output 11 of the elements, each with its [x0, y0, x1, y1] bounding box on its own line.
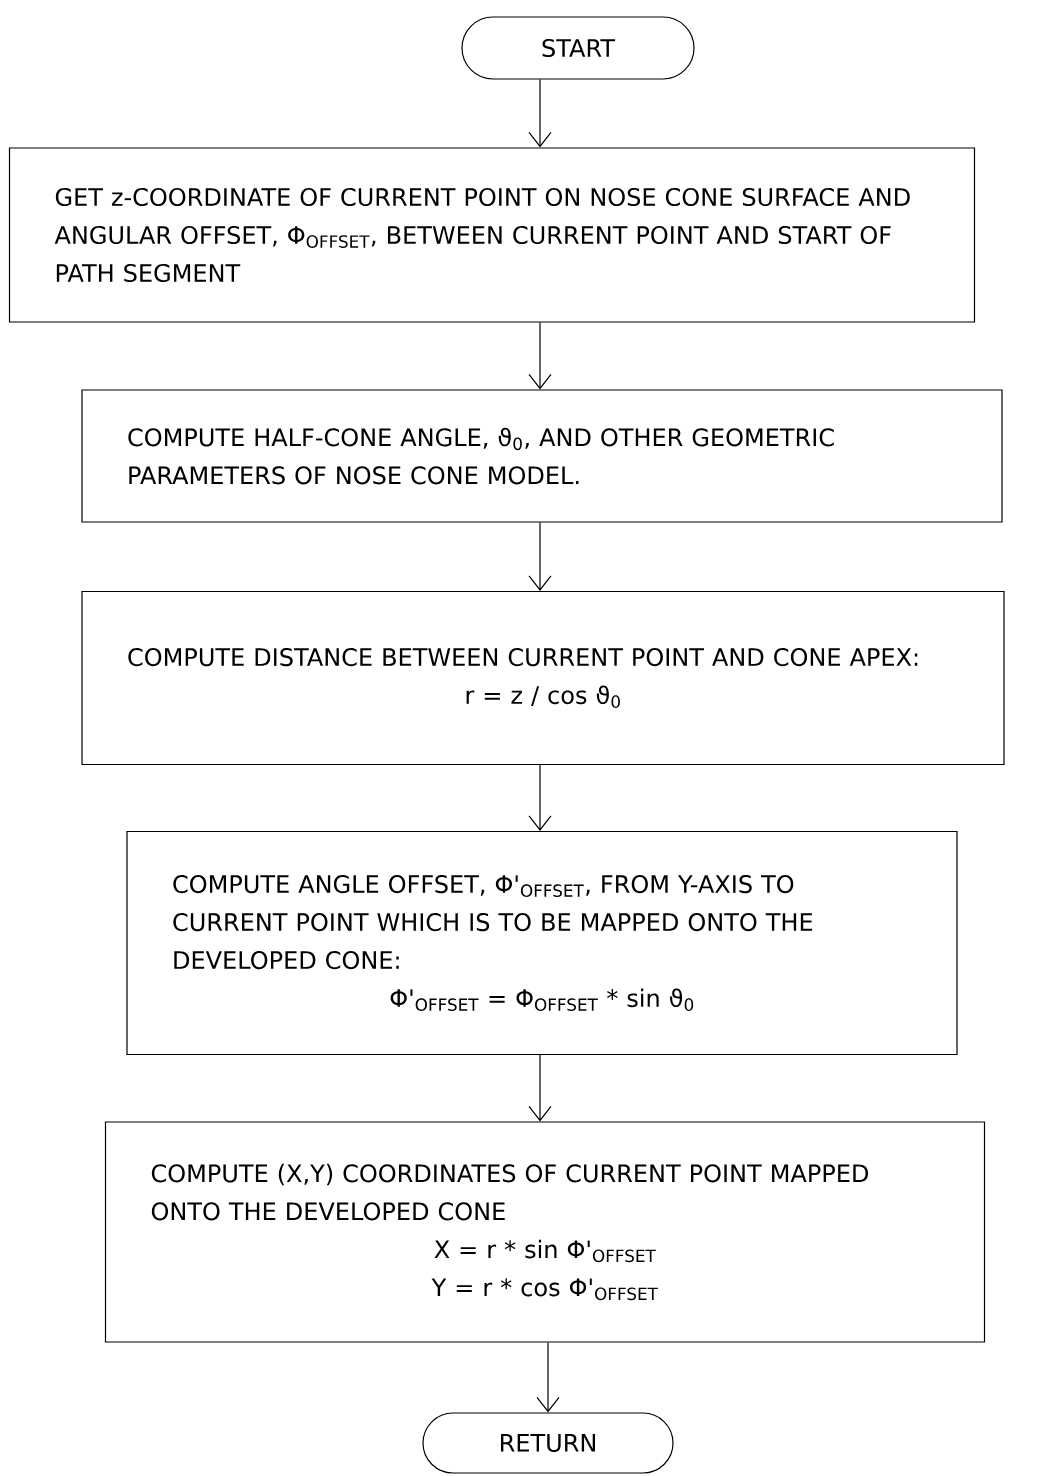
process-box: COMPUTE DISTANCE BETWEEN CURRENT POINT AND CONE APEX: r = z / cos ϑ$_{0}$	[81, 590, 1005, 766]
arrow	[536, 1342, 560, 1413]
arrow	[528, 522, 552, 591]
process-box: COMPUTE (X,Y) COORDINATES OF CURRENT POINT MAPPED ONTO THE DEVELOPED CONE X = r * sin Φ'$_{OFFSET}$ Y = r * cos Φ'$_{OFFSET}$	[104, 1121, 986, 1343]
arrow	[528, 764, 552, 831]
arrow	[528, 1054, 552, 1122]
process-box: GET z-COORDINATE OF CURRENT POINT ON NOSE CONE SURFACE AND ANGULAR OFFSET, Φ$_{OFFSET}$, BETWEEN CURRENT POINT AND START OF PATH SEGMENT	[8, 147, 976, 323]
process-box: COMPUTE HALF-CONE ANGLE, ϑ$_{0}$, AND OTHER GEOMETRIC PARAMETERS OF NOSE CONE MODEL.	[81, 389, 1003, 523]
process-box: COMPUTE ANGLE OFFSET, Φ'$_{OFFSET}$, FROM Y-AXIS TO CURRENT POINT WHICH IS TO BE MAPPED ONTO THE DEVELOPED CONE: Φ'$_{OFFSET}$ = Φ$_{OFFSET}$ * sin ϑ$_{0}$	[126, 830, 958, 1056]
arrow	[528, 322, 552, 390]
arrow	[528, 79, 552, 148]
